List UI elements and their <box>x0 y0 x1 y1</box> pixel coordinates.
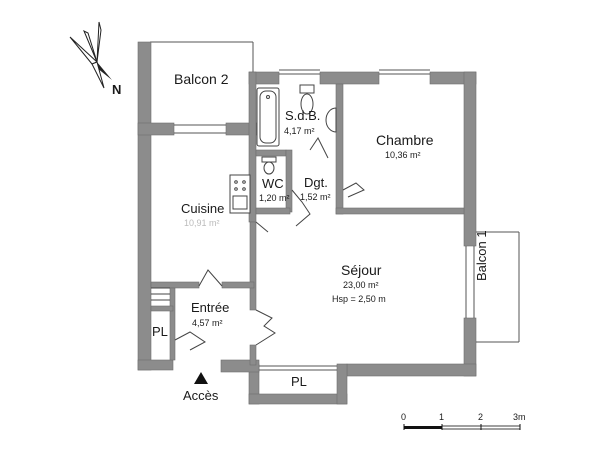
room-name-balcon-1: Balcon 1 <box>474 230 489 281</box>
stove-icon <box>229 174 251 214</box>
room-area-dgt: 1,52 m² <box>300 192 331 202</box>
closet-shelves <box>151 287 170 301</box>
windows <box>174 69 475 371</box>
room-name-wc: WC <box>262 176 284 191</box>
room-name-chambre: Chambre <box>376 132 434 148</box>
access-arrow-icon <box>194 372 208 384</box>
room-area-sdb: 4,17 m² <box>284 126 315 136</box>
room-area-sejour: 23,00 m² <box>343 280 379 290</box>
room-name-sejour: Séjour <box>341 262 382 278</box>
north-arrow-icon <box>69 21 112 89</box>
bathtub-icon <box>256 87 280 147</box>
room-area-entree: 4,57 m² <box>192 318 223 328</box>
scale-bar <box>403 424 521 430</box>
scale-tick-2: 2 <box>478 412 484 422</box>
room-name-cuisine: Cuisine <box>181 201 225 216</box>
room-area-chambre: 10,36 m² <box>385 150 421 160</box>
room-name-pl-left: PL <box>152 324 168 339</box>
walls <box>137 41 477 405</box>
access-label: Accès <box>183 388 219 403</box>
scale-tick-1: 1 <box>439 412 445 422</box>
room-name-sdb: S.d.B. <box>285 108 321 123</box>
balcon-2-outline <box>150 41 254 75</box>
room-name-balcon-2: Balcon 2 <box>174 71 229 87</box>
compass-letter: N <box>112 82 122 97</box>
balcon-1-outline <box>476 231 520 343</box>
room-area-cuisine: 10,91 m² <box>184 218 220 228</box>
room-name-entree: Entrée <box>191 300 230 315</box>
room-name-pl-bottom: PL <box>291 374 307 389</box>
room-area-wc: 1,20 m² <box>259 193 290 203</box>
wc-toilet-icon <box>261 156 277 175</box>
scale-tick-3: 3m <box>513 412 526 422</box>
room-height-sejour: Hsp = 2,50 m <box>332 294 386 304</box>
scale-tick-0: 0 <box>401 412 407 422</box>
toilet-icon <box>299 84 315 115</box>
room-name-dgt: Dgt. <box>304 175 328 190</box>
doors <box>174 137 365 351</box>
sink-icon <box>325 107 337 133</box>
